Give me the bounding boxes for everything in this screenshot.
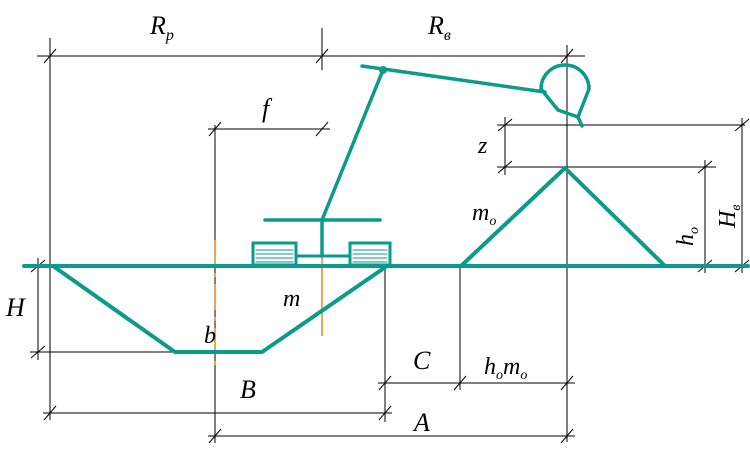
label-ho: hо	[673, 227, 702, 246]
excavator	[251, 63, 591, 267]
bucket	[539, 63, 591, 119]
label-m: m	[283, 286, 300, 312]
spoil-pile	[459, 166, 667, 268]
bucket-teeth	[576, 115, 584, 128]
label-z: z	[477, 133, 488, 159]
label-b: b	[204, 323, 216, 349]
label-h: H	[5, 293, 26, 322]
structure	[22, 63, 750, 354]
labels: Rр Rв f z mо hо Hв H m b B C hоmо A	[5, 11, 744, 437]
boom	[320, 68, 385, 222]
label-c: C	[413, 346, 431, 375]
label-b-width: B	[240, 375, 256, 404]
dimension-lines	[30, 28, 750, 444]
trench-profile	[51, 264, 389, 354]
label-mo: mо	[472, 200, 496, 229]
label-homo: hоmо	[484, 354, 527, 383]
stick	[360, 64, 547, 94]
label-hv: Hв	[715, 205, 744, 229]
label-a: A	[412, 408, 430, 437]
boom-hinge	[379, 66, 387, 74]
label-f: f	[262, 94, 273, 123]
label-rp: Rр	[149, 11, 174, 44]
label-rv: Rв	[427, 11, 451, 44]
